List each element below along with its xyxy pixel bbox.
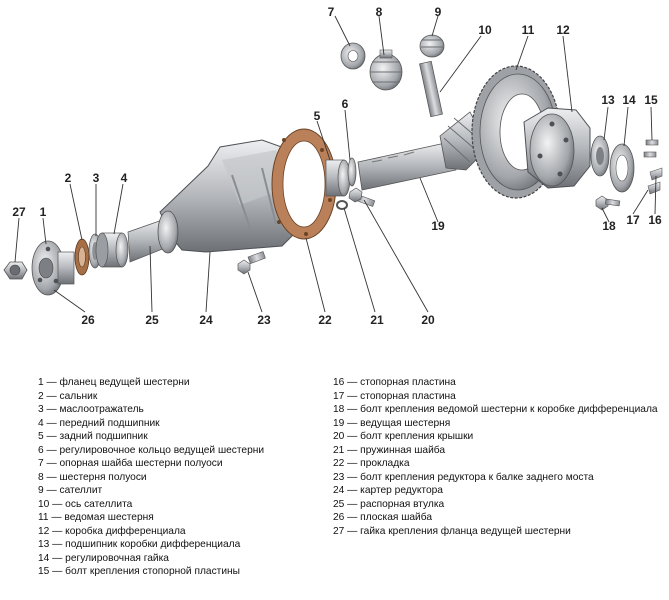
- legend-item: 15 — болт крепления стопорной пластины: [38, 566, 240, 577]
- exploded-view-diagram: 7 8 9 10 11 12 13 14 15 6 5 2 3 4 27 1 1…: [3, 5, 663, 327]
- legend-item: 7 — опорная шайба шестерни полуоси: [38, 458, 223, 469]
- thrust-washer-part: [340, 42, 366, 70]
- callout-21: 21: [370, 313, 384, 327]
- callout-11: 11: [522, 23, 535, 37]
- callout-10: 10: [478, 23, 492, 37]
- spring-washer-part: [336, 200, 348, 210]
- callout-23: 23: [257, 313, 271, 327]
- legend-item: 12 — коробка дифференциала: [38, 525, 186, 537]
- reducer-mount-bolt-part: [237, 251, 266, 275]
- legend-item: 8 — шестерня полуоси: [38, 471, 147, 483]
- legend-item: 22 — прокладка: [333, 458, 410, 469]
- adjusting-nut-part: [609, 143, 635, 193]
- rear-bearing-part: [325, 159, 351, 197]
- ring-gear-bolt-part: [595, 195, 621, 211]
- callout-18: 18: [602, 219, 616, 233]
- callout-27: 27: [12, 205, 26, 219]
- gasket-part: [271, 128, 337, 240]
- callout-1: 1: [40, 205, 47, 219]
- callout-13: 13: [601, 93, 615, 107]
- lock-plate-part: [647, 167, 663, 195]
- legend-item: 20 — болт крепления крышки: [333, 431, 474, 442]
- legend-item: 14 — регулировочная гайка: [38, 552, 169, 564]
- legend-item: 13 — подшипник коробки дифференциала: [38, 539, 241, 550]
- differential-bearing-part: [590, 135, 610, 177]
- satellite-gear-part: [419, 34, 445, 58]
- callout-2: 2: [65, 171, 72, 185]
- callout-9: 9: [435, 5, 442, 19]
- legend-item: 1 — фланец ведущей шестерни: [38, 377, 190, 388]
- callout-17: 17: [626, 213, 640, 227]
- callout-26: 26: [81, 313, 95, 327]
- side-gear-part: [369, 49, 403, 91]
- lock-plate-bolt-part: [643, 139, 659, 158]
- legend-item: 19 — ведущая шестерня: [333, 417, 451, 429]
- adjusting-ring-part: [347, 157, 357, 187]
- legend-item: 2 — сальник: [38, 390, 98, 402]
- drive-pinion-part: [357, 111, 485, 191]
- legend-item: 25 — распорная втулка: [333, 498, 445, 510]
- legend-item: 9 — сателлит: [38, 485, 103, 496]
- legend-item: 26 — плоская шайба: [333, 512, 433, 523]
- leader-lines: [14, 15, 657, 313]
- callout-6: 6: [342, 97, 349, 111]
- callout-12: 12: [556, 23, 570, 37]
- satellite-axle-part: [419, 60, 443, 118]
- legend-item: 27 — гайка крепления фланца ведущей шест…: [333, 525, 571, 537]
- legend-item: 21 — пружинная шайба: [333, 444, 446, 456]
- callout-4: 4: [121, 171, 128, 185]
- callout-24: 24: [199, 313, 213, 327]
- front-bearing-part: [95, 232, 129, 268]
- flange-nut-part: [3, 261, 28, 280]
- legend-item: 17 — стопорная пластина: [333, 390, 456, 402]
- legend-item: 5 — задний подшипник: [38, 431, 148, 442]
- callout-22: 22: [318, 313, 332, 327]
- callout-15: 15: [644, 93, 658, 107]
- callout-5: 5: [314, 109, 321, 123]
- callout-20: 20: [421, 313, 435, 327]
- oil-seal-part: [74, 238, 90, 276]
- legend-item: 11 — ведомая шестерня: [38, 512, 154, 523]
- callout-14: 14: [622, 93, 636, 107]
- callout-8: 8: [376, 5, 383, 19]
- callout-25: 25: [145, 313, 159, 327]
- cover-bolt-part: [348, 187, 376, 207]
- legend-right-column: 16 — стопорная пластина 17 — стопорная п…: [333, 376, 658, 538]
- legend-item: 23 — болт крепления редуктора к балке за…: [333, 471, 594, 483]
- callout-19: 19: [431, 219, 445, 233]
- callout-7: 7: [328, 5, 335, 19]
- differential-case-part: [523, 107, 591, 189]
- legend-item: 6 — регулировочное кольцо ведущей шестер…: [38, 444, 265, 456]
- legend-item: 4 — передний подшипник: [38, 417, 160, 429]
- legend-item: 3 — маслоотражатель: [38, 404, 144, 415]
- legend-item: 10 — ось сателлита: [38, 498, 133, 510]
- legend-left-column: 1 — фланец ведущей шестерни 2 — сальник …: [38, 376, 264, 579]
- legend-item: 16 — стопорная пластина: [333, 377, 456, 388]
- legend-item: 24 — картер редуктора: [333, 485, 443, 496]
- callout-3: 3: [93, 171, 100, 185]
- drive-gear-flange-part: [31, 240, 75, 296]
- callout-16: 16: [648, 213, 662, 227]
- legend-item: 18 — болт крепления ведомой шестерни к к…: [333, 404, 658, 415]
